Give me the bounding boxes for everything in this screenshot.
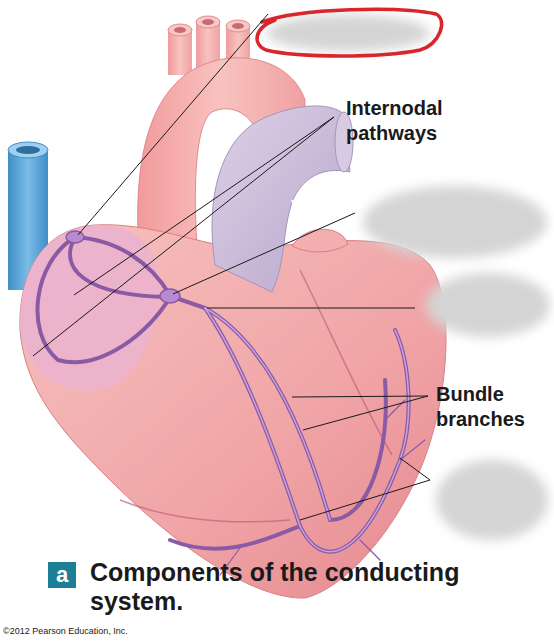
part-label: Bundle branches (436, 382, 550, 432)
vessel-end (168, 24, 192, 36)
leader-line (303, 396, 428, 430)
leader-line (74, 117, 334, 295)
vessel (168, 30, 192, 75)
purkinje-fiber (330, 380, 386, 520)
panel-letter: a (56, 563, 68, 587)
vena-cava-lumen (16, 146, 40, 154)
leader-line (207, 308, 415, 309)
panel-letter-box: a (48, 562, 76, 588)
twig (400, 440, 425, 460)
ligament (292, 200, 297, 212)
redaction-blur (363, 186, 547, 258)
conducting-system (37, 231, 425, 575)
leader-lines (33, 14, 430, 520)
vessel-lumen (174, 27, 186, 33)
copyright-note: ©2012 Pearson Education, Inc. (3, 626, 303, 637)
leader-line (78, 14, 268, 235)
leader-line (400, 458, 430, 480)
bundle-branch (205, 308, 300, 526)
leader-line (292, 396, 428, 397)
sa-node (66, 231, 84, 243)
twig (360, 540, 380, 560)
internodal-path (75, 237, 170, 295)
redaction-blur (436, 460, 548, 540)
vessel-lumen (202, 19, 214, 25)
purkinje-twigs (220, 400, 425, 575)
redaction-blur (266, 15, 430, 51)
purkinje-highlight (300, 330, 409, 552)
av-node (160, 289, 180, 303)
heart-body (20, 225, 446, 598)
coronary-vessel (120, 500, 290, 522)
purkinje-fiber (300, 330, 409, 552)
conduction-paths (37, 237, 408, 552)
atrial-appendage (292, 229, 348, 252)
leader-line (33, 117, 334, 356)
red-scribble (257, 9, 442, 56)
pulmonary-trunk (212, 106, 350, 292)
redaction-blur (426, 273, 550, 337)
redaction-blurs (266, 15, 550, 540)
vena-cava-end (8, 142, 48, 158)
leader-line (173, 213, 355, 294)
vessel-end (196, 16, 220, 28)
bundle-highlight (205, 308, 300, 526)
vessel-lumen (232, 23, 244, 29)
leader-line (300, 480, 430, 520)
part-label: Internodal pathways (346, 96, 476, 146)
figure-caption: Components of the conducting system. (90, 558, 520, 616)
right-atrium (20, 225, 159, 391)
purkinje-fiber (170, 526, 300, 549)
vessel-end (226, 20, 250, 32)
conduction-highlights (205, 308, 409, 552)
